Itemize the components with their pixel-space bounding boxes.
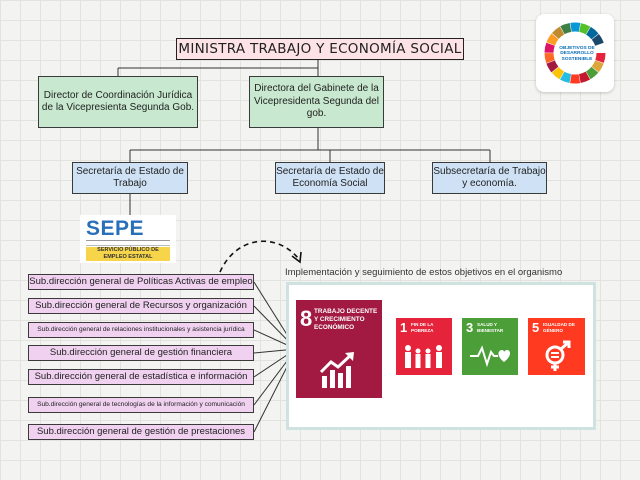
undersecretary-label: Subsecretaría de Trabajo y economía. [433,165,546,190]
subdirection-financial: Sub.dirección general de gestión financi… [28,345,254,361]
sdg-8-label: TRABAJO DECENTE Y CRECIMIENTO ECONÓMICO [314,308,378,331]
ministry-title-box: MINISTRA TRABAJO Y ECONOMÍA SOCIAL [176,38,464,60]
sdg-1-number: 1 [400,320,408,335]
subdirection-label: Sub.dirección general de tecnologías de … [37,401,245,408]
subdirection-statistics: Sub.dirección general de estadística e i… [28,369,254,385]
sdg-3-number: 3 [466,320,474,335]
undersecretary-box: Subsecretaría de Trabajo y economía. [432,162,547,194]
subdirection-label: Sub.dirección general de estadística e i… [34,371,248,382]
director-cabinet-box: Directora del Gabinete de la Vicepreside… [249,76,384,128]
sdg-5-label: IGUALDAD DE GÉNERO [543,322,575,333]
secretary-labor-label: Secretaría de Estado de Trabajo [76,165,184,190]
sdg-5-number: 5 [532,320,540,335]
subdirection-active-policies: Sub.dirección general de Políticas Activ… [28,274,254,290]
ministry-title: MINISTRA TRABAJO Y ECONOMÍA SOCIAL [178,40,462,57]
sepe-logo-band: SERVICIO PÚBLICO DE EMPLEO ESTATAL [86,247,170,261]
sdg-wheel-icon [544,22,606,84]
subdirection-label: Sub.dirección general de Recursos y orga… [35,300,247,311]
director-coordination-label: Director de Coordinación Jurídica de la … [41,89,195,114]
director-cabinet-label: Directora del Gabinete de la Vicepreside… [254,83,379,120]
sepe-logo-lines [86,240,170,246]
sdg-8-card: 8 TRABAJO DECENTE Y CRECIMIENTO ECONÓMIC… [296,300,382,398]
sdg-logo: OBJETIVOS DE DESARROLLO SOSTENIBLE [536,14,614,92]
subdirection-it: Sub.dirección general de tecnologías de … [28,397,254,413]
subdirection-benefits: Sub.dirección general de gestión de pres… [28,424,254,440]
heartbeat-icon [470,345,511,368]
subdirection-resources: Sub.dirección general de Recursos y orga… [28,298,254,314]
subdirection-institutional-relations: Sub.dirección general de relaciones inst… [28,322,254,338]
secretary-social-economy-box: Secretaría de Estado de Economía Social [275,162,385,194]
family-icon [405,345,442,368]
sdg-3-card: 3 SALUD Y BIENESTAR [462,318,518,375]
implementation-label: Implementación y seguimiento de estos ob… [285,267,563,278]
sdg-1-label: FIN DE LA POBREZA [411,322,434,333]
secretary-social-economy-label: Secretaría de Estado de Economía Social [276,165,384,190]
sepe-logo-word: SEPE [86,217,145,240]
sdg-8-number: 8 [300,306,313,331]
growth-chart-icon [319,352,354,388]
gender-equality-icon [545,340,571,371]
sdg-1-card: 1 FIN DE LA POBREZA [396,318,452,375]
sepe-logo: SEPE SERVICIO PÚBLICO DE EMPLEO ESTATAL [80,215,176,263]
subdirection-label: Sub.dirección general de Políticas Activ… [29,276,253,287]
secretary-labor-box: Secretaría de Estado de Trabajo [72,162,188,194]
subdirection-label: Sub.dirección general de relaciones inst… [37,326,245,333]
subdirection-label: Sub.dirección general de gestión de pres… [36,426,246,437]
subdirection-label: Sub.dirección general de gestión financi… [49,347,233,358]
sdg-5-card: 5 IGUALDAD DE GÉNERO [528,318,585,375]
sdg-3-label: SALUD Y BIENESTAR [477,322,504,333]
sdg-logo-text: OBJETIVOS DE DESARROLLO SOSTENIBLE [559,46,595,62]
director-coordination-box: Director de Coordinación Jurídica de la … [38,76,198,128]
